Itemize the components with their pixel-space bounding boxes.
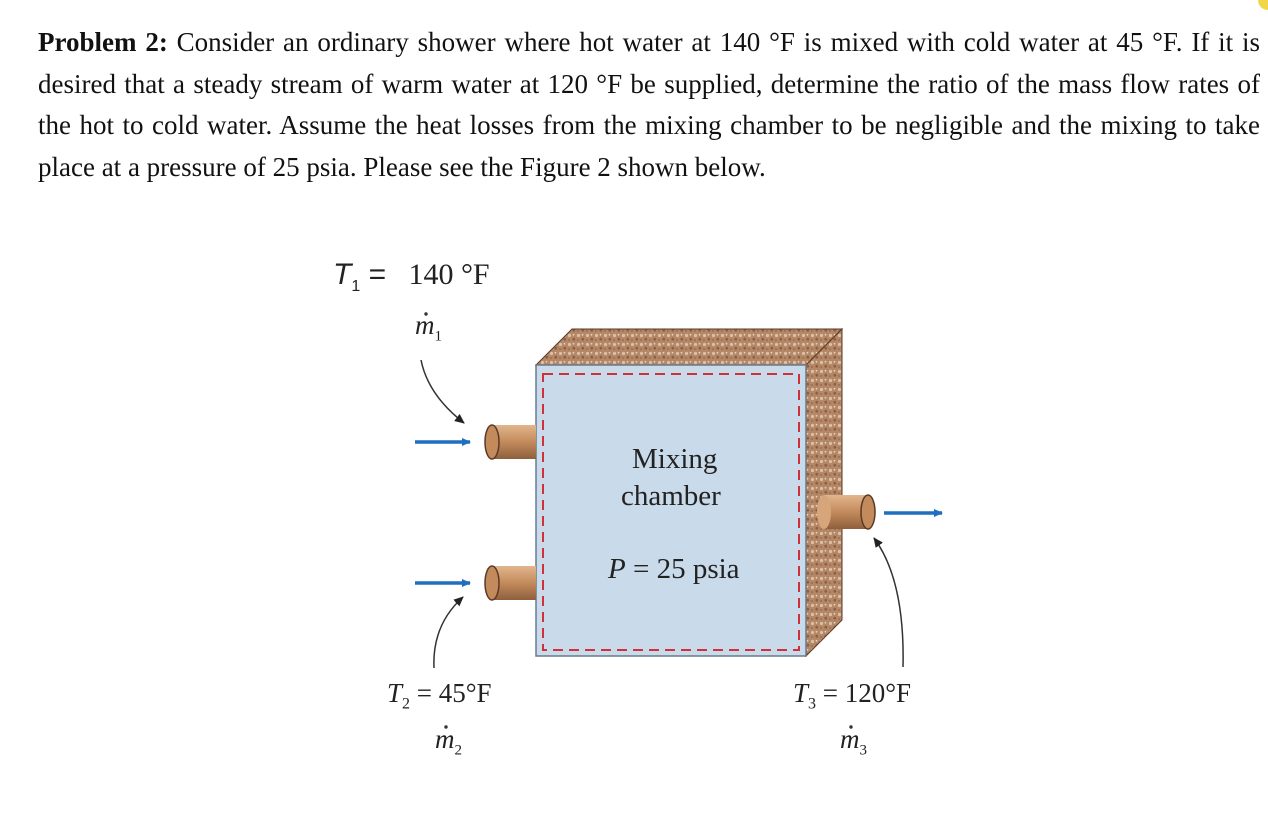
control-volume-boundary — [542, 373, 800, 651]
inlet1-temperature-label: T1 = 140 °F — [333, 258, 490, 296]
outlet-flow-label: m3 — [840, 724, 867, 759]
problem-statement: Problem 2: Consider an ordinary shower w… — [38, 22, 1260, 188]
leader-arrow-inlet-1 — [420, 359, 465, 424]
inlet1-flow-sub: 1 — [434, 328, 443, 345]
chamber-pressure-label: P = 25 psia — [608, 553, 740, 586]
leader-arrow-inlet-2 — [433, 596, 464, 669]
inlet2-temperature-label: T2 = 45°F — [387, 678, 492, 713]
insulation-top — [534, 328, 844, 366]
inlet1-temp-sub: 1 — [351, 278, 361, 295]
mdot-dot-3 — [849, 725, 853, 729]
outlet-flow-symbol: m — [840, 724, 860, 754]
inlet2-flow-label: m2 — [435, 724, 462, 759]
corner-decoration — [1258, 0, 1268, 10]
inlet2-flow-sub: 2 — [454, 742, 463, 759]
outlet-temperature-label: T3 = 120°F — [793, 678, 911, 713]
inlet1-temp-value: 140 °F — [408, 258, 490, 291]
outlet-temp-symbol: T — [793, 678, 809, 708]
inlet1-temp-eq: = — [360, 258, 395, 291]
chamber-label-line1: Mixing — [632, 443, 718, 475]
insulation-right — [805, 327, 843, 658]
outlet-temp-value: = 120°F — [816, 678, 912, 708]
outlet-pipe — [817, 494, 876, 530]
inlet1-flow-label: m1 — [415, 310, 442, 345]
outlet-flow-sub: 3 — [859, 742, 868, 759]
inlet1-temp-symbol: T — [333, 258, 352, 291]
inlet2-temp-symbol: T — [387, 678, 403, 708]
problem-text: Consider an ordinary shower where hot wa… — [38, 27, 1260, 182]
chamber-front — [535, 364, 807, 657]
outlet-temp-sub: 3 — [808, 695, 817, 713]
leader-arrow-outlet — [873, 537, 904, 668]
inlet2-temp-sub: 2 — [402, 695, 411, 713]
problem-heading: Problem 2: — [38, 27, 168, 57]
inlet-pipe-1 — [484, 424, 536, 460]
pressure-value: = 25 psia — [625, 553, 740, 585]
inlet1-flow-symbol: m — [415, 310, 435, 340]
inlet-pipe-2 — [484, 565, 536, 601]
mdot-dot-1 — [424, 312, 428, 316]
mdot-dot-2 — [444, 725, 448, 729]
inlet2-temp-value: = 45°F — [410, 678, 492, 708]
inlet2-flow-symbol: m — [435, 724, 455, 754]
pressure-symbol: P — [608, 553, 626, 585]
chamber-label-line2: chamber — [621, 480, 721, 512]
